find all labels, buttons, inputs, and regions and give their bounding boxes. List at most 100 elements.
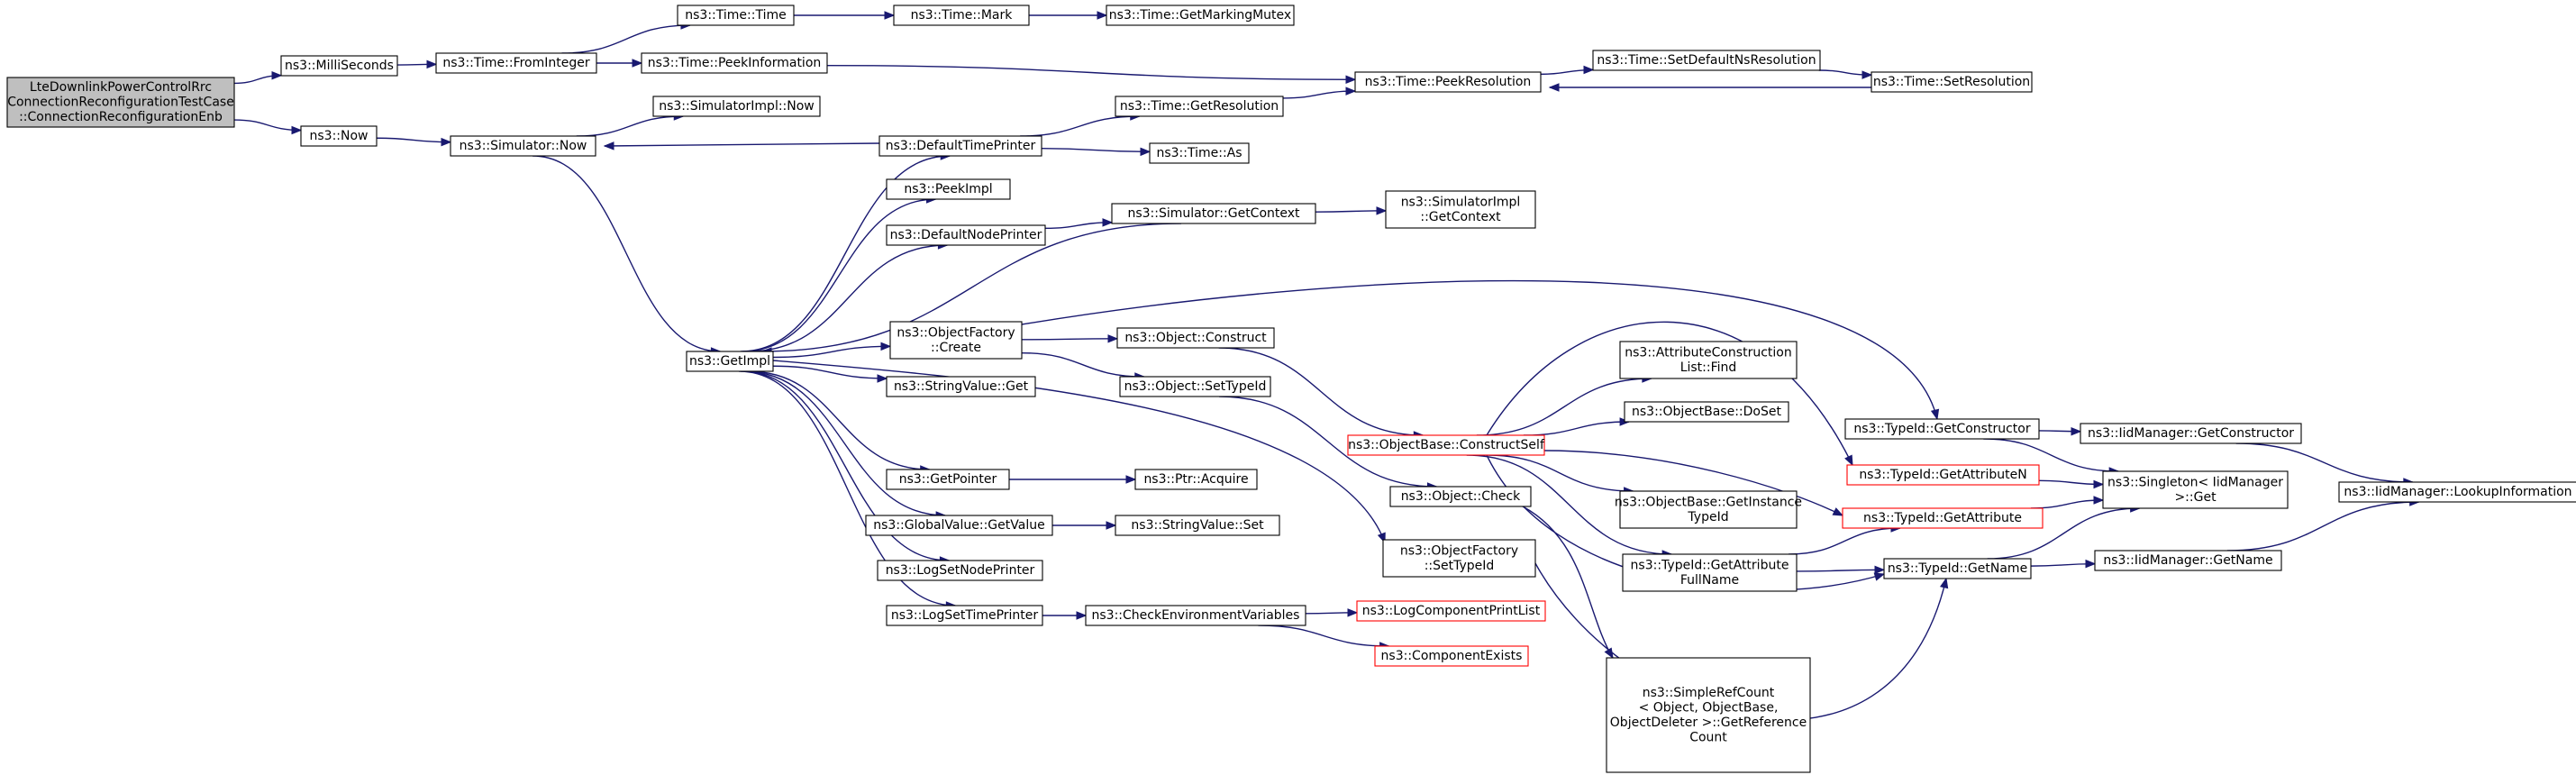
node-label: Count — [1689, 730, 1727, 744]
node-getimpl[interactable]: ns3::GetImpl — [686, 351, 774, 372]
node-getpointer[interactable]: ns3::GetPointer — [886, 469, 1010, 490]
node-as[interactable]: ns3::Time::As — [1149, 142, 1250, 164]
node-peekimpl[interactable]: ns3::PeekImpl — [886, 178, 1011, 200]
node-label: ns3::Singleton< IidManager — [2107, 475, 2283, 489]
node-box — [877, 560, 1043, 581]
edge-line — [2235, 442, 2413, 483]
arrowhead-icon — [1583, 65, 1595, 75]
node-simplerefcount[interactable]: ns3::SimpleRefCount< Object, ObjectBase,… — [1606, 657, 1811, 773]
node-label: ns3::ObjectFactory — [1400, 543, 1518, 558]
node-constructself[interactable]: ns3::ObjectBase::ConstructSelf — [1347, 434, 1545, 456]
edge-now-to-simnow — [376, 137, 452, 147]
edge-line — [1983, 438, 2119, 472]
edge-timetime-to-mark — [794, 11, 896, 20]
node-getname[interactable]: ns3::TypeId::GetName — [1883, 558, 2032, 579]
node-label: ns3::MilliSeconds — [285, 59, 394, 73]
node-gvgetvalue[interactable]: ns3::GlobalValue::GetValue — [865, 515, 1053, 536]
node-iidgetname[interactable]: ns3::IidManager::GetName — [2094, 550, 2282, 571]
node-logcompprint[interactable]: ns3::LogComponentPrintList — [1356, 600, 1546, 622]
node-objcheck[interactable]: ns3::Object::Check — [1389, 486, 1532, 507]
node-objsettid[interactable]: ns3::Object::SetTypeId — [1119, 376, 1271, 397]
node-box — [1871, 71, 2033, 93]
edge-getimpl-to-ofsettid — [772, 360, 1386, 544]
node-box — [1624, 401, 1789, 423]
node-getres[interactable]: ns3::Time::GetResolution — [1115, 96, 1284, 117]
node-label: FullName — [1680, 573, 1739, 588]
arrowhead-icon — [1873, 572, 1886, 581]
node-getattrn[interactable]: ns3::TypeId::GetAttributeN — [1846, 464, 2040, 486]
node-logsetnp[interactable]: ns3::LogSetNodePrinter — [877, 560, 1043, 581]
node-deftp[interactable]: ns3::DefaultTimePrinter — [878, 135, 1042, 157]
node-compexists[interactable]: ns3::ComponentExists — [1374, 645, 1529, 667]
edge-fromint-to-peekinfo — [596, 59, 643, 68]
edge-root-to-milli — [233, 71, 283, 85]
node-box — [1844, 418, 2040, 440]
node-label: ns3::DefaultTimePrinter — [886, 139, 1036, 153]
node-lookup[interactable]: ns3::IidManager::LookupInformation — [2338, 481, 2576, 503]
node-strset[interactable]: ns3::StringValue::Set — [1115, 515, 1280, 536]
arrowhead-icon — [291, 125, 303, 135]
node-logsettp[interactable]: ns3::LogSetTimePrinter — [886, 605, 1043, 626]
node-objconstruct[interactable]: ns3::Object::Construct — [1116, 327, 1275, 349]
node-label: ns3::Time::SetDefaultNsResolution — [1597, 53, 1816, 68]
edge-line — [1258, 625, 1389, 647]
node-now[interactable]: ns3::Now — [300, 125, 378, 147]
node-simimplgetctx[interactable]: ns3::SimulatorImpl::GetContext — [1385, 190, 1536, 229]
node-doset[interactable]: ns3::ObjectBase::DoSet — [1624, 401, 1789, 423]
edge-line — [1218, 347, 1424, 436]
node-milli[interactable]: ns3::MilliSeconds — [280, 55, 398, 77]
arrowhead-icon — [2071, 427, 2082, 436]
node-simimplnow[interactable]: ns3::SimulatorImpl::Now — [652, 96, 821, 117]
node-iidgetctor[interactable]: ns3::IidManager::GetConstructor — [2080, 423, 2302, 444]
node-setdefns[interactable]: ns3::Time::SetDefaultNsResolution — [1592, 50, 1821, 71]
node-root[interactable]: LteDownlinkPowerControlRrcConnectionReco… — [6, 77, 235, 128]
edge-getimpl-to-ofcreate — [772, 342, 892, 359]
node-ofsettid[interactable]: ns3::ObjectFactory::SetTypeId — [1382, 539, 1536, 578]
node-label: ns3::SimulatorImpl — [1401, 195, 1521, 209]
edge-line — [1789, 527, 1901, 555]
node-label: ns3::IidManager::GetConstructor — [2088, 426, 2294, 441]
node-setres[interactable]: ns3::Time::SetResolution — [1871, 71, 2033, 93]
arrowhead-icon — [2093, 479, 2105, 489]
node-ofcreate[interactable]: ns3::ObjectFactory::Create — [889, 321, 1023, 360]
edge-simgetctx-to-simimplgetctx — [1315, 206, 1388, 215]
node-getattr[interactable]: ns3::TypeId::GetAttribute — [1842, 507, 2044, 529]
edge-objcheck-to-simplerefcount — [1522, 506, 1614, 660]
node-box — [686, 351, 774, 372]
edge-line — [1282, 90, 1356, 99]
node-box — [280, 55, 398, 77]
node-label: ns3::IidManager::LookupInformation — [2344, 485, 2571, 499]
node-box — [1842, 507, 2044, 529]
node-mark[interactable]: ns3::Time::Mark — [893, 5, 1030, 26]
node-getconstructor[interactable]: ns3::TypeId::GetConstructor — [1844, 418, 2040, 440]
edge-line — [1486, 321, 1853, 466]
node-peekres[interactable]: ns3::Time::PeekResolution — [1354, 71, 1542, 93]
node-label: ns3::CheckEnvironmentVariables — [1092, 608, 1300, 623]
node-box — [2094, 550, 2282, 571]
edge-line — [743, 370, 946, 516]
node-fromint[interactable]: ns3::Time::FromInteger — [435, 52, 597, 74]
edge-line — [1522, 506, 1614, 659]
node-singleton[interactable]: ns3::Singleton< IidManager >::Get — [2102, 470, 2289, 509]
node-strget[interactable]: ns3::StringValue::Get — [886, 376, 1036, 397]
edge-line — [1021, 351, 1144, 378]
arrowhead-icon — [1345, 87, 1357, 96]
node-ptracquire[interactable]: ns3::Ptr::Acquire — [1134, 469, 1258, 490]
arrowhead-icon — [1832, 507, 1844, 516]
node-simnow[interactable]: ns3::Simulator::Now — [450, 135, 596, 157]
node-getmarking[interactable]: ns3::Time::GetMarkingMutex — [1106, 5, 1295, 26]
edge-checkenv-to-compexists — [1258, 625, 1390, 651]
edge-line — [1041, 148, 1151, 153]
node-checkenv[interactable]: ns3::CheckEnvironmentVariables — [1085, 605, 1306, 626]
arrowhead-icon — [1106, 521, 1117, 530]
node-label: ns3::Object::SetTypeId — [1124, 379, 1267, 394]
edge-checkenv-to-logcompprint — [1305, 608, 1359, 617]
node-simgetctx[interactable]: ns3::Simulator::GetContext — [1111, 203, 1316, 224]
arrowhead-icon — [1347, 608, 1359, 617]
node-peekinfo[interactable]: ns3::Time::PeekInformation — [641, 52, 828, 74]
node-timetime[interactable]: ns3::Time::Time — [677, 5, 795, 26]
node-defnp[interactable]: ns3::DefaultNodePrinter — [886, 224, 1046, 246]
